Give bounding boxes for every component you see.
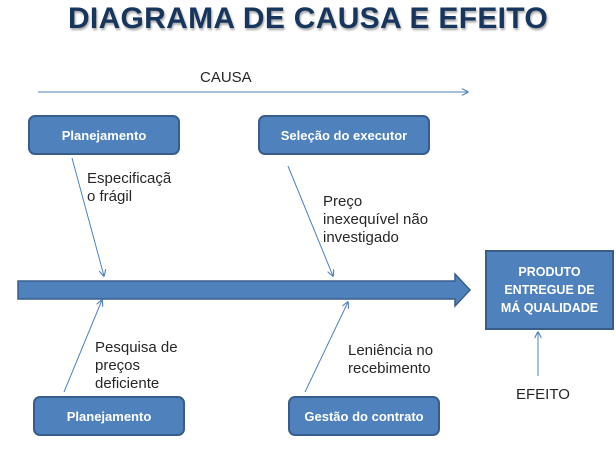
- box-label: Seleção do executor: [280, 127, 408, 143]
- box-gestao-contrato: Gestão do contrato: [288, 396, 440, 436]
- cause-text-line: recebimento: [348, 360, 431, 377]
- effect-line-1: PRODUTO: [518, 265, 581, 279]
- box-planejamento-bottom: Planejamento: [33, 396, 185, 436]
- cause-text-line: Pesquisa de: [95, 339, 178, 356]
- page-title: DIAGRAMA DE CAUSA E EFEITO: [67, 2, 549, 35]
- box-planejamento-top: Planejamento: [28, 115, 180, 155]
- box-label: Gestão do contrato: [304, 408, 424, 424]
- cause-label-especificacao: Especificaçã o frágil: [87, 170, 171, 206]
- branch-arrow-bottom-right: [304, 302, 348, 393]
- cause-text-line: investigado: [323, 229, 399, 246]
- branch-arrow-top-left: [71, 157, 104, 276]
- cause-text-line: Leniência no: [348, 342, 434, 359]
- cause-text-line: preços: [95, 357, 141, 374]
- cause-text-line: o frágil: [87, 188, 133, 205]
- effect-box: PRODUTO ENTREGUE DE MÁ QUALIDADE: [485, 250, 614, 330]
- effect-line-3: MÁ QUALIDADE: [500, 301, 599, 315]
- efeito-label: EFEITO: [516, 386, 570, 403]
- box-label: Planejamento: [66, 408, 152, 424]
- effect-line-2: ENTREGUE DE: [504, 283, 595, 297]
- cause-label-preco-inexequivel: Preço inexequível não investigado: [323, 193, 428, 247]
- cause-text-line: inexequível não: [323, 211, 429, 228]
- box-selecao-executor: Seleção do executor: [258, 115, 430, 155]
- cause-label-pesquisa-precos: Pesquisa de preços deficiente: [95, 339, 178, 393]
- cause-text-line: Preço: [323, 193, 363, 210]
- main-spine-arrow: [17, 272, 472, 308]
- branch-arrow-bottom-left: [63, 300, 102, 393]
- cause-text-line: Especificaçã: [87, 170, 172, 187]
- cause-text-line: deficiente: [95, 375, 160, 392]
- cause-label-leniencia: Leniência no recebimento: [348, 342, 433, 378]
- box-label: Planejamento: [61, 127, 147, 143]
- branch-arrow-top-right: [287, 165, 333, 276]
- causa-label: CAUSA: [200, 69, 252, 86]
